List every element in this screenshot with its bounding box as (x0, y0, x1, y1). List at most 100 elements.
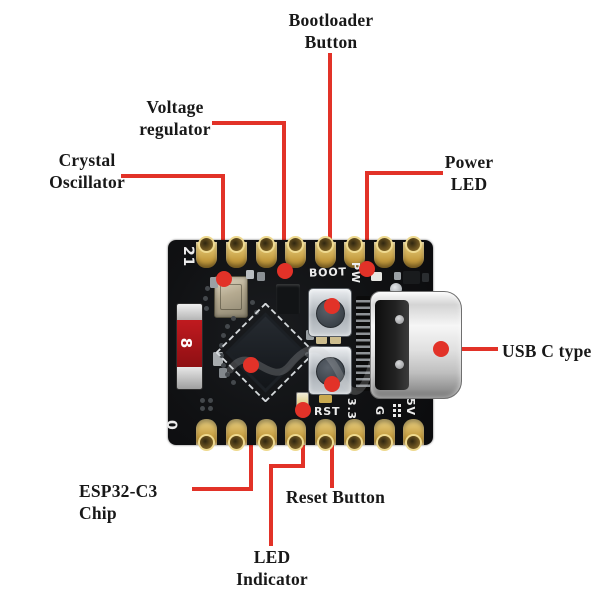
pin-dots-marker (393, 404, 396, 407)
callout-line-power-led-h (365, 171, 443, 175)
label-line: Button (304, 32, 358, 52)
label-reset-button: Reset Button (283, 486, 388, 508)
label-line: LED (253, 547, 291, 567)
callout-line-esp32-h (192, 487, 253, 491)
crystal-oscillator-component (214, 276, 248, 318)
callout-dot-reset (324, 376, 340, 392)
callout-line-crystal-h (121, 174, 225, 178)
silkscreen-5v: 5V (404, 398, 417, 416)
silkscreen-rst: RST (314, 405, 341, 418)
pin-hole (230, 238, 243, 251)
castellated-pin (374, 419, 395, 449)
label-line: Voltage (146, 97, 204, 117)
callout-dot-voltage-regulator (277, 263, 293, 279)
pin-hole (260, 436, 273, 449)
callout-line-voltage-regulator-v (282, 121, 286, 273)
passive-component (403, 271, 420, 284)
voltage-regulator-component (276, 284, 300, 314)
passive-component (257, 272, 265, 281)
passive-component (316, 335, 327, 344)
label-line: Oscillator (49, 172, 125, 192)
callout-line-usb (441, 347, 498, 351)
pin-hole (407, 238, 420, 251)
passive-component (246, 270, 254, 279)
castellated-pin (315, 419, 336, 449)
silkscreen-3v3: 3.3 (345, 398, 358, 420)
pin-hole (348, 436, 361, 449)
via-dots (205, 286, 210, 291)
callout-dot-esp32-chip (243, 357, 259, 373)
castellated-pin (315, 238, 336, 268)
passive-component (394, 272, 401, 280)
pin-hole (230, 436, 243, 449)
castellated-pin (344, 419, 365, 449)
label-line: Bootloader (288, 10, 374, 30)
label-voltage-regulator: Voltage regulator (115, 96, 235, 140)
label-power-led: Power LED (409, 151, 529, 195)
passive-component (422, 273, 429, 282)
usb-dimple (395, 360, 404, 369)
castellated-pin (196, 419, 217, 449)
pin-hole (260, 238, 273, 251)
component-terminal (177, 367, 202, 389)
passive-component (210, 277, 218, 288)
pin-hole (378, 436, 391, 449)
callout-line-voltage-regulator-h (212, 121, 286, 125)
label-usb-c-type: USB C type (502, 340, 597, 362)
callout-dot-crystal (216, 271, 232, 287)
castellated-pin (403, 238, 424, 268)
castellated-pin (226, 238, 247, 268)
passive-component (213, 352, 223, 366)
callout-dot-led-indicator (295, 402, 311, 418)
passive-component (219, 368, 227, 378)
callout-dot-bootloader (324, 298, 340, 314)
silkscreen-pin-21: 21 (180, 246, 196, 268)
label-line: LED (450, 174, 488, 194)
castellated-pin (285, 238, 306, 268)
pin-hole (378, 238, 391, 251)
label-line: regulator (139, 119, 211, 139)
silkscreen-pin-0: 0 (163, 420, 179, 431)
usb-dimple (395, 315, 404, 324)
red-led-component: 8 (176, 303, 203, 390)
castellated-pin (285, 419, 306, 449)
label-line: Power (444, 152, 494, 172)
silkscreen-boot: BOOT (308, 265, 348, 280)
callout-dot-power-led (359, 261, 375, 277)
silkscreen-gnd: G (373, 406, 386, 416)
component-body: 8 (177, 320, 202, 367)
label-bootloader-button: Bootloader Button (269, 9, 393, 53)
label-line: Crystal (58, 150, 116, 170)
passive-component (330, 335, 341, 344)
label-line: Reset Button (285, 487, 386, 507)
component-marking: 8 (177, 337, 196, 349)
pin-hole (200, 436, 213, 449)
power-led-component (371, 272, 382, 281)
castellated-pin (374, 238, 395, 268)
label-line: Indicator (236, 569, 308, 589)
castellated-pin (226, 419, 247, 449)
passive-component (319, 395, 332, 403)
castellated-pin (403, 419, 424, 449)
callout-line-crystal-v (221, 174, 225, 282)
castellated-pin (196, 238, 217, 268)
pin-hole (319, 238, 332, 251)
label-line: USB C type (502, 341, 592, 361)
label-esp32-c3-chip: ESP32-C3 Chip (79, 480, 194, 524)
label-crystal-oscillator: Crystal Oscillator (27, 149, 147, 193)
pin-hole (348, 238, 361, 251)
label-led-indicator: LED Indicator (212, 546, 332, 590)
castellated-pin (344, 238, 365, 268)
castellated-pin (256, 419, 277, 449)
callout-line-led-v2 (269, 464, 273, 546)
pin-hole (319, 436, 332, 449)
pin-hole (289, 436, 302, 449)
callout-line-led-h (269, 464, 305, 468)
castellated-pin (256, 238, 277, 268)
pin-hole (407, 436, 420, 449)
component-terminal (177, 304, 202, 320)
pin-hole (200, 238, 213, 251)
callout-line-power-led-v (365, 171, 369, 273)
usb-opening (375, 300, 409, 390)
